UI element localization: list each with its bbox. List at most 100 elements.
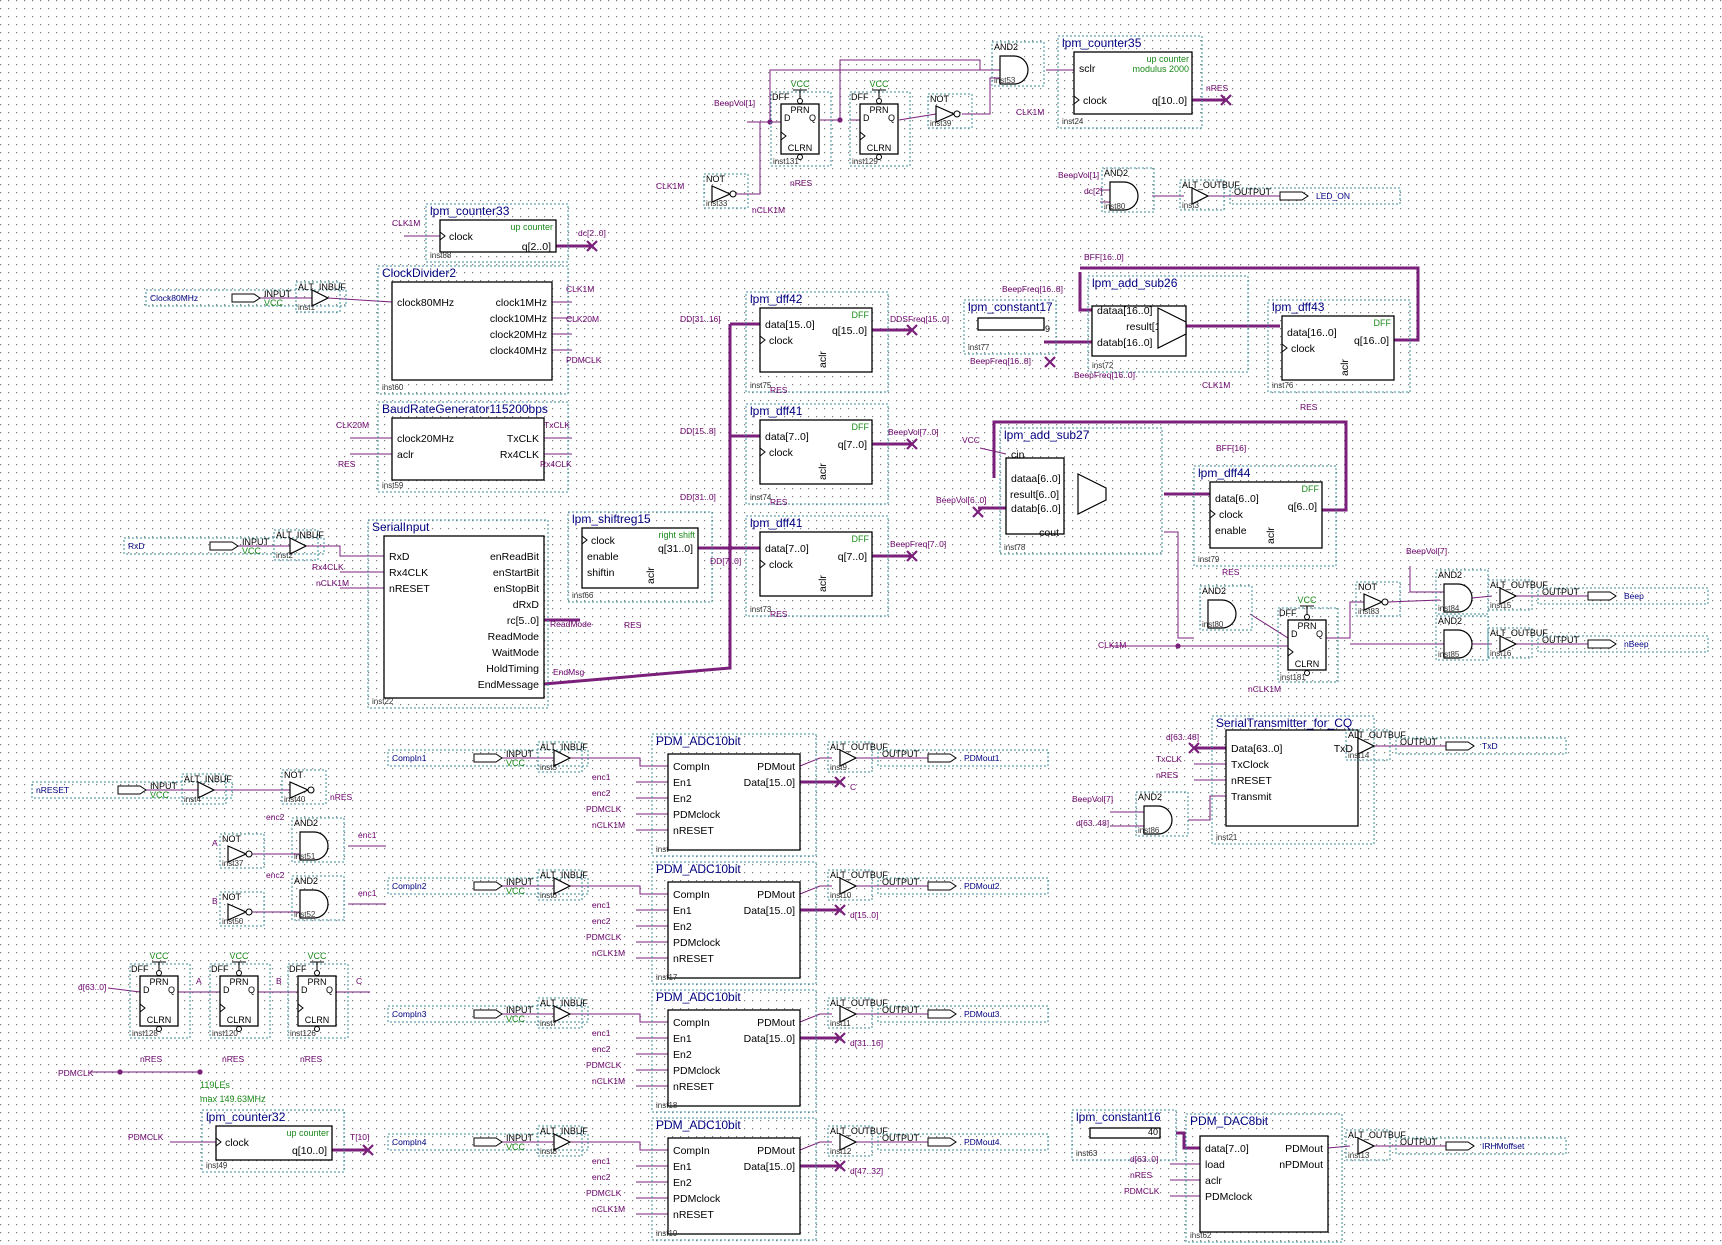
block-adc3[interactable]: PDM_ADC10bitinst18CompInEn1En2PDMclocknR…: [651, 989, 817, 1113]
block-dff44[interactable]: lpm_dff44inst79DFFdata[6..0]clockenableq…: [1193, 465, 1337, 567]
instance-label: inst16: [1490, 649, 1512, 658]
buffer-icon: [311, 289, 330, 307]
instance-frame: [367, 519, 549, 709]
clock-edge-icon: [581, 535, 588, 545]
instance-frame: [209, 963, 271, 1039]
net-label: C: [850, 782, 856, 792]
pin-label: datab[6..0]: [1011, 503, 1061, 515]
net-label: enc2: [266, 870, 285, 880]
net-label: enc1: [592, 1028, 611, 1038]
clock-edge-icon: [1281, 343, 1288, 353]
pin-label: nRESET: [673, 1209, 714, 1221]
block-baud[interactable]: BaudRateGenerator115200bpsinst59clock20M…: [377, 401, 569, 493]
block-sertx[interactable]: SerialTransmitter_for_CQinst21Data[63..0…: [1211, 715, 1375, 845]
clrn-bubble-icon: [876, 154, 882, 160]
wire: [1327, 1145, 1351, 1149]
instance-label: inst17: [656, 973, 678, 982]
buffer-icon: [553, 1133, 572, 1151]
block-title: SerialInput: [372, 520, 430, 534]
net-label: nRES: [330, 792, 353, 802]
block-adc2[interactable]: PDM_ADC10bitinst17CompInEn1En2PDMclocknR…: [651, 861, 817, 985]
junction-dot: [767, 119, 773, 125]
wire: [570, 1013, 668, 1023]
wire: [747, 69, 1000, 123]
net-label: BeepFreq[16..0]: [1074, 370, 1135, 380]
pin-kind: INPUT: [506, 1133, 534, 1143]
block-dff42[interactable]: lpm_dff42inst75DFFdata[15..0]clockq[15..…: [745, 291, 889, 393]
input-pad-icon: [117, 785, 147, 795]
instance-label: inst66: [572, 591, 594, 600]
block-title: PDM_ADC10bit: [656, 990, 741, 1004]
dff-type-label: DFF: [851, 92, 869, 102]
net-label: nRES: [1156, 770, 1179, 780]
vcc-label: VCC: [506, 886, 526, 896]
instance-frame: [291, 875, 345, 921]
net-label: BFF[16]: [1216, 443, 1246, 453]
pin-label: En1: [673, 1033, 692, 1045]
resource-count: 119LEs: [200, 1080, 230, 1090]
pin-label: shiftin: [587, 567, 615, 579]
block-adc1[interactable]: PDM_ADC10bitinstCompInEn1En2PDMclocknRES…: [651, 733, 817, 857]
net-label: BeepFreq[7..0]: [890, 539, 946, 549]
vcc-label: VCC: [869, 79, 889, 89]
block-addsub27[interactable]: lpm_add_sub27inst78cindataa[6..0]datab[6…: [999, 427, 1163, 555]
block-dff41a[interactable]: lpm_dff41inst74DFFdata[7..0]clockq[7..0]…: [745, 403, 889, 505]
block-dff41b[interactable]: lpm_dff41inst73DFFdata[7..0]clockq[7..0]…: [745, 515, 889, 617]
block-dac[interactable]: PDM_DAC8bitinst62data[7..0]loadaclrPDMcl…: [1185, 1113, 1343, 1243]
pin-frame: [877, 1005, 1049, 1023]
block-serin[interactable]: SerialInputinst22RxDRx4CLKnRESETenReadBi…: [367, 519, 549, 709]
net-label: CLK1M: [566, 284, 594, 294]
instance-label: inst49: [206, 1161, 228, 1170]
block-dff43[interactable]: lpm_dff43inst76DFFdata[16..0]clockq[16..…: [1267, 299, 1411, 393]
net-label: B: [212, 896, 218, 906]
instance-label: inst: [656, 845, 669, 854]
instance-frame: [1193, 465, 1337, 567]
pin-label: cout: [1039, 527, 1059, 539]
gate-type-label: NOT: [930, 94, 950, 104]
block-adc4[interactable]: PDM_ADC10bitinst19CompInEn1En2PDMclocknR…: [651, 1117, 817, 1241]
